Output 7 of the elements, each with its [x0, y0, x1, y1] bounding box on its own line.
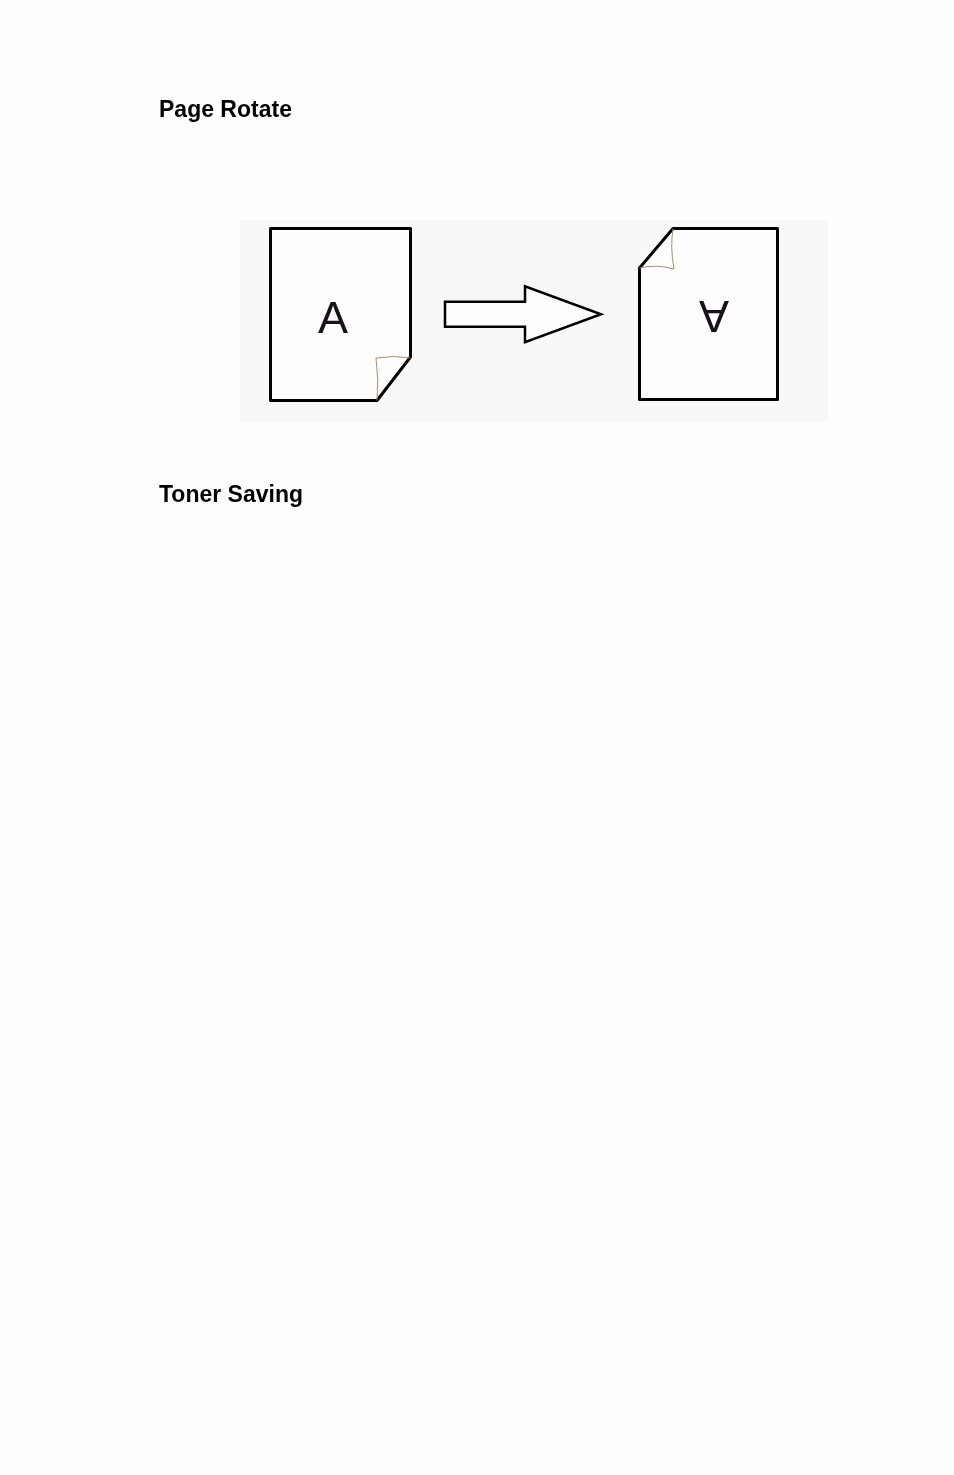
document-page: [269, 227, 412, 402]
section-heading: Page Rotate: [159, 98, 292, 121]
block-arrow: [443, 284, 605, 345]
document-page: [638, 227, 779, 401]
page-letter: A: [318, 294, 348, 340]
page-letter: A: [699, 293, 729, 339]
section-heading: Toner Saving: [159, 483, 303, 506]
